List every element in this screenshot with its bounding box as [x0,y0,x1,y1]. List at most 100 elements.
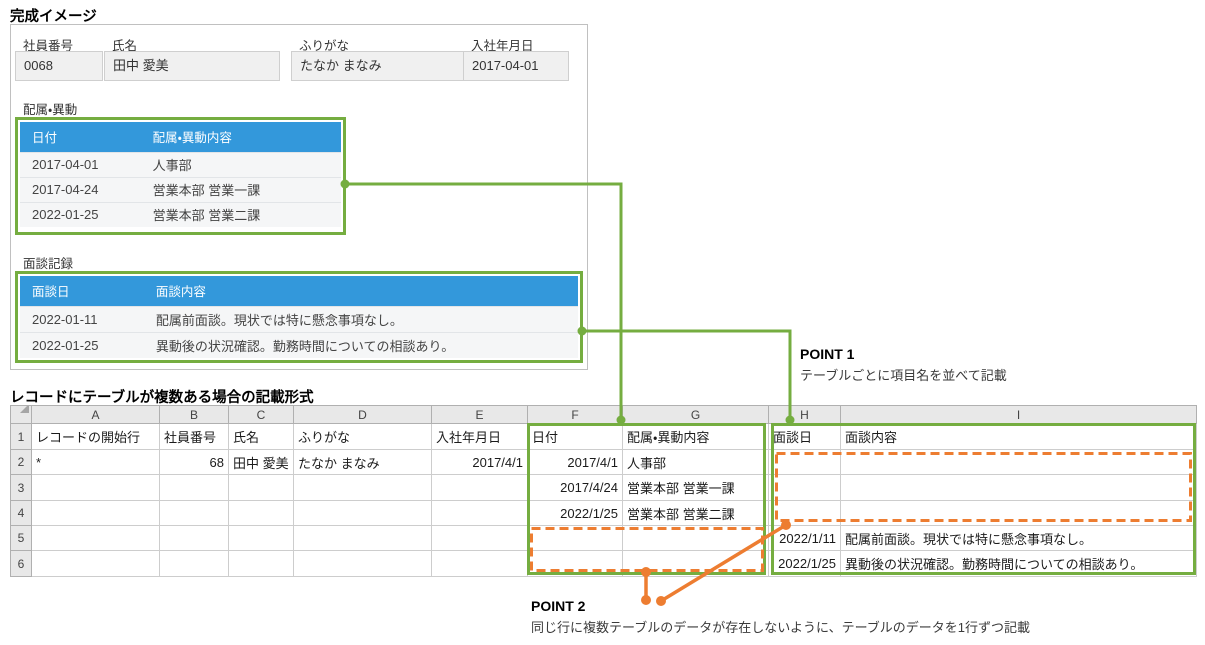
sheet-cell-F1[interactable]: 日付 [527,423,623,450]
row-header-2[interactable]: 2 [10,449,32,475]
sheet-cell-G5[interactable] [622,525,769,551]
sheet-cell-C3[interactable] [228,474,294,501]
column-header-H[interactable]: H [768,405,841,424]
column-header-I[interactable]: I [840,405,1197,424]
sheet-cell-F6[interactable] [527,550,623,577]
sheet-cell-E3[interactable] [431,474,528,501]
sheet-cell-C6[interactable] [228,550,294,577]
column-header-E[interactable]: E [431,405,528,424]
row-header-6[interactable]: 6 [10,550,32,577]
table-header-cell: 面談日 [20,276,144,306]
sheet-format-title: レコードにテーブルが複数ある場合の記載形式 [10,390,314,406]
column-header-F[interactable]: F [527,405,623,424]
sheet-cell-H3[interactable] [768,474,841,501]
sheet-cell-H1[interactable]: 面談日 [768,423,841,450]
sheet-cell-A2[interactable]: * [31,449,160,475]
point2-title: POINT 2 [531,598,586,614]
column-header-C[interactable]: C [228,405,294,424]
sheet-cell-A6[interactable] [31,550,160,577]
point1-description: テーブルごとに項目名を並べて記載 [800,368,1007,383]
table-cell: 2022-01-25 [20,201,141,227]
sheet-cell-B1[interactable]: 社員番号 [159,423,229,450]
sheet-cell-E5[interactable] [431,525,528,551]
sheet-cell-A4[interactable] [31,500,160,526]
table-cell: 2022-01-11 [20,305,144,332]
name-field[interactable]: 田中 愛美 [104,51,280,81]
sheet-cell-A1[interactable]: レコードの開始行 [31,423,160,450]
column-header-D[interactable]: D [293,405,432,424]
table-cell: 2017-04-01 [20,151,141,177]
sheet-cell-E1[interactable]: 入社年月日 [431,423,528,450]
sheet-cell-H6[interactable]: 2022/1/25 [768,550,841,577]
sheet-cell-D2[interactable]: たなか まなみ [293,449,432,475]
field-label-hire-date: 入社年月日 [471,39,534,53]
column-header-G[interactable]: G [622,405,769,424]
sheet-cell-F3[interactable]: 2017/4/24 [527,474,623,501]
sheet-cell-I1[interactable]: 面談内容 [840,423,1197,450]
sheet-cell-C4[interactable] [228,500,294,526]
hire-date-field[interactable]: 2017-04-01 [463,51,569,81]
sheet-cell-G3[interactable]: 営業本部 営業一課 [622,474,769,501]
sheet-cell-I5[interactable]: 配属前面談。現状では特に懸念事項なし。 [840,525,1197,551]
sheet-cell-G6[interactable] [622,550,769,577]
sheet-cell-D4[interactable] [293,500,432,526]
point1-annotation: POINT 1 テーブルごとに項目名を並べて記載 [800,346,1007,384]
sheet-cell-E4[interactable] [431,500,528,526]
sheet-cell-B2[interactable]: 68 [159,449,229,475]
table-header-cell: 面談内容 [143,276,578,306]
row-header-3[interactable]: 3 [10,474,32,501]
sheet-cell-E6[interactable] [431,550,528,577]
sheet-cell-H2[interactable] [768,449,841,475]
sheet-cell-I6[interactable]: 異動後の状況確認。勤務時間についての相談あり。 [840,550,1197,577]
sheet-cell-I2[interactable] [840,449,1197,475]
point2-annotation: POINT 2 同じ行に複数テーブルのデータが存在しないように、テーブルのデータ… [531,598,1030,636]
sheet-cell-D3[interactable] [293,474,432,501]
sheet-cell-H5[interactable]: 2022/1/11 [768,525,841,551]
sheet-cell-C1[interactable]: 氏名 [228,423,294,450]
sheet-cell-I4[interactable] [840,500,1197,526]
sheet-cell-A3[interactable] [31,474,160,501]
sheet-cell-F4[interactable]: 2022/1/25 [527,500,623,526]
sheet-cell-G4[interactable]: 営業本部 営業二課 [622,500,769,526]
sheet-cell-G1[interactable]: 配属・異動内容 [622,423,769,450]
sheet-cell-H4[interactable] [768,500,841,526]
sheet-cell-C5[interactable] [228,525,294,551]
sheet-cell-B3[interactable] [159,474,229,501]
table-header-cell: 配属・異動内容 [140,122,341,152]
sheet-cell-C2[interactable]: 田中 愛美 [228,449,294,475]
sheet-cell-I3[interactable] [840,474,1197,501]
column-header-A[interactable]: A [31,405,160,424]
sheet-cell-F5[interactable] [527,525,623,551]
sheet-cell-D6[interactable] [293,550,432,577]
preview-title: 完成イメージ [10,9,97,25]
sheet-cell-B5[interactable] [159,525,229,551]
employee-no-field[interactable]: 0068 [15,51,103,81]
section-label-interview: 面談記録 [23,257,74,271]
sheet-cell-F2[interactable]: 2017/4/1 [527,449,623,475]
table-cell: 配属前面談。現状では特に懸念事項なし。 [143,305,578,332]
table-cell: 人事部 [140,151,341,177]
select-all-corner[interactable] [10,405,32,424]
row-header-4[interactable]: 4 [10,500,32,526]
furigana-field[interactable]: たなか まなみ [291,51,485,81]
row-header-5[interactable]: 5 [10,525,32,551]
record-preview-panel: 社員番号 氏名 ふりがな 入社年月日 0068 田中 愛美 たなか まなみ 20… [10,24,588,370]
table-header-cell: 日付 [20,122,141,152]
sheet-cell-B4[interactable] [159,500,229,526]
sheet-cell-A5[interactable] [31,525,160,551]
table-cell: 2022-01-25 [20,331,144,358]
row-header-1[interactable]: 1 [10,423,32,450]
sheet-cell-D5[interactable] [293,525,432,551]
sheet-cell-E2[interactable]: 2017/4/1 [431,449,528,475]
sheet-cell-B6[interactable] [159,550,229,577]
field-label-employee-no: 社員番号 [23,39,74,53]
field-label-furigana: ふりがな [299,39,350,53]
column-header-B[interactable]: B [159,405,229,424]
sheet-cell-D1[interactable]: ふりがな [293,423,432,450]
sheet-cell-G2[interactable]: 人事部 [622,449,769,475]
